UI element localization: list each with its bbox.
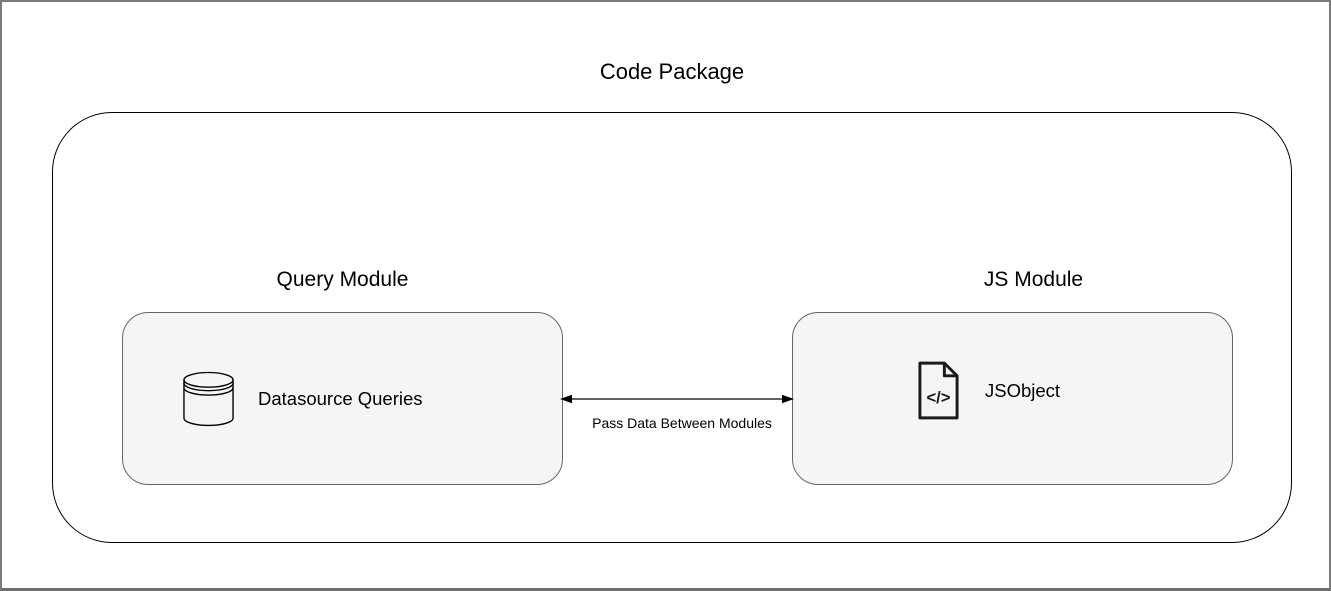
connector-label: Pass Data Between Modules xyxy=(592,415,772,431)
js-module-node: </> JSObject xyxy=(792,312,1233,485)
diagram-title: Code Package xyxy=(599,59,745,84)
connector-arrow xyxy=(560,394,794,404)
js-module-title: JS Module xyxy=(983,268,1084,291)
database-icon xyxy=(182,370,235,428)
js-node-content: </> JSObject xyxy=(916,361,1060,420)
code-file-icon: </> xyxy=(916,361,961,420)
svg-text:</>: </> xyxy=(926,388,950,407)
js-node-label: JSObject xyxy=(985,379,1061,401)
arrowhead-right xyxy=(782,394,794,404)
query-module-node: Datasource Queries xyxy=(122,312,563,485)
query-module-title: Query Module xyxy=(276,268,409,291)
query-node-content: Datasource Queries xyxy=(182,370,423,428)
arrowhead-left xyxy=(560,394,572,404)
code-package-container xyxy=(52,112,1292,543)
query-node-label: Datasource Queries xyxy=(258,387,423,409)
